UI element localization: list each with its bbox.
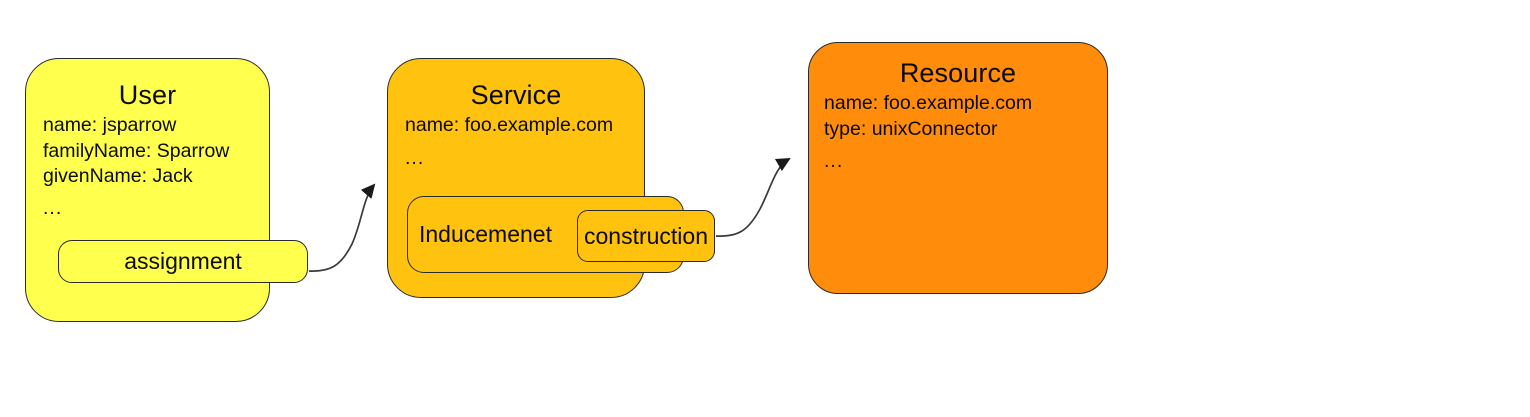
node-service-attr-name: name: foo.example.com (405, 114, 614, 137)
node-resource-attr-type: type: unixConnector (824, 117, 998, 140)
node-user-attr-familyname: familyName: Sparrow (43, 139, 230, 162)
node-user-attributes: name: jsparrow familyName: Sparrow given… (26, 110, 269, 221)
edge-construction-to-resource (715, 157, 791, 237)
node-resource-title: Resource (899, 58, 1017, 88)
node-service-title: Service (470, 80, 562, 110)
subnode-construction[interactable]: construction (577, 210, 715, 262)
node-resource-ellipsis: ... (824, 149, 844, 172)
node-user-attr-name: name: jsparrow (43, 114, 177, 137)
node-service-ellipsis: ... (405, 146, 425, 169)
node-user-title: User (118, 80, 177, 110)
subnode-assignment-label: assignment (124, 248, 242, 274)
node-user-ellipsis: ... (43, 197, 63, 220)
edge-assignment-to-service (308, 183, 376, 272)
node-resource[interactable]: Resource name: foo.example.com type: uni… (808, 42, 1108, 294)
node-service-attributes: name: foo.example.com ... (388, 110, 644, 171)
node-user-attr-givenname: givenName: Jack (43, 164, 193, 187)
subnode-inducement-label: Inducemenet (419, 221, 552, 247)
subnode-construction-label: construction (583, 222, 708, 249)
node-resource-attributes: name: foo.example.com type: unixConnecto… (809, 88, 1107, 174)
subnode-assignment[interactable]: assignment (58, 240, 308, 283)
node-resource-attr-name: name: foo.example.com (824, 92, 1033, 115)
